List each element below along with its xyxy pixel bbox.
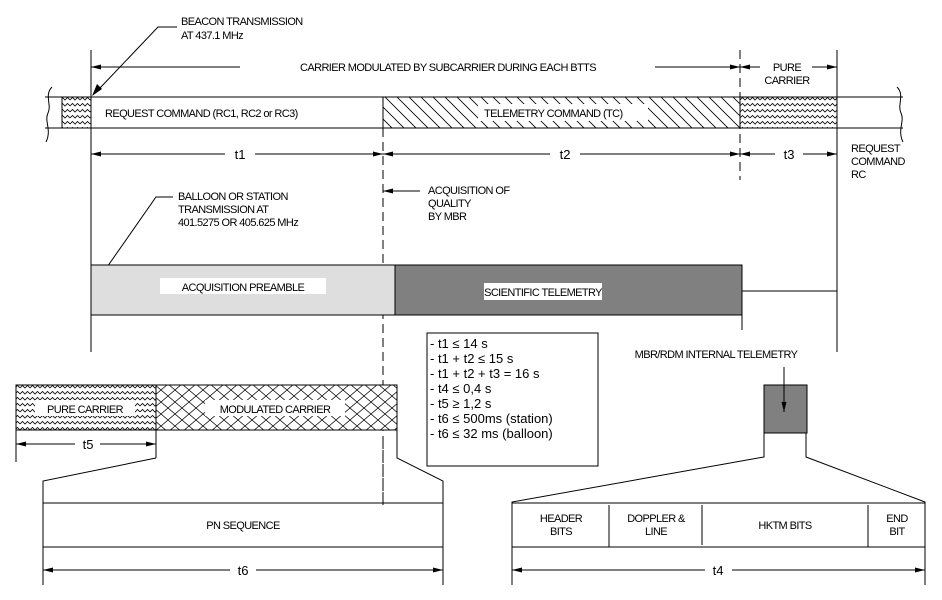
pure-carrier-segment	[739, 96, 838, 129]
beacon-carrier-segment	[61, 96, 92, 129]
carrier-modulated-dimension: CARRIER MODULATED BY SUBCARRIER DURING E…	[91, 62, 740, 74]
constraint-item: - t5 ≥ 1,2 s	[430, 396, 492, 411]
scientific-telemetry-label: SCIENTIFIC TELEMETRY	[484, 287, 603, 299]
constraint-item: - t6 ≤ 32 ms (balloon)	[430, 426, 553, 441]
acquisition-preamble-label: ACQUISITION PREAMBLE	[182, 282, 305, 294]
svg-text:DOPPLER &: DOPPLER &	[627, 513, 686, 525]
downlink-bar: ACQUISITION PREAMBLE SCIENTIFIC TELEMETR…	[90, 264, 837, 316]
t3-label: t3	[784, 147, 795, 162]
pn-sequence-block	[42, 502, 444, 548]
svg-text:COMMAND: COMMAND	[851, 156, 906, 168]
t1-dimension: t1	[91, 147, 383, 162]
svg-text:LINE: LINE	[645, 526, 667, 538]
svg-text:BITS: BITS	[550, 526, 572, 538]
t3-dimension: t3	[740, 147, 837, 162]
pure-carrier-label-line1: PURE	[773, 62, 801, 74]
svg-text:TRANSMISSION AT: TRANSMISSION AT	[178, 204, 269, 216]
t6-label: t6	[238, 563, 249, 578]
constraint-item: - t6 ≤ 500ms (station)	[430, 411, 553, 426]
t5-label: t5	[83, 437, 94, 452]
svg-text:RC: RC	[851, 169, 866, 181]
frame-field-end-bit: END BIT	[886, 513, 909, 538]
break-mark-left	[45, 86, 53, 143]
carrier-modulated-label: CARRIER MODULATED BY SUBCARRIER DURING E…	[300, 62, 596, 74]
telemetry-command-label: TELEMETRY COMMAND (TC)	[484, 108, 623, 120]
telemetry-frame	[511, 502, 926, 548]
beacon-annotation: BEACON TRANSMISSION AT 437.1 MHz	[92, 16, 304, 96]
break-mark-right	[896, 86, 904, 143]
request-command-rc-annotation: REQUEST COMMAND RC	[851, 143, 906, 181]
internal-telemetry-title: MBR/RDM INTERNAL TELEMETRY	[635, 349, 799, 361]
frame-field-header-bits: HEADER BITS	[540, 513, 583, 538]
preamble-detail: PURE CARRIER MODULATED CARRIER t5 PN SEQ…	[15, 384, 444, 585]
frame-field-hktm-bits: HKTM BITS	[758, 520, 812, 532]
svg-text:REQUEST: REQUEST	[851, 143, 901, 155]
request-command-label: REQUEST COMMAND (RC1, RC2 or RC3)	[105, 108, 298, 120]
constraint-item: - t4 ≤ 0,4 s	[430, 381, 492, 396]
t1-label: t1	[235, 147, 246, 162]
pure-carrier-dimension: PURE CARRIER	[740, 62, 837, 87]
acquisition-quality-annotation: ACQUISITION OF QUALITY BY MBR	[383, 185, 511, 223]
constraints-box: - t1 ≤ 14 s - t1 + t2 ≤ 15 s - t1 + t2 +…	[426, 332, 599, 467]
beacon-label-line2: AT 437.1 MHz	[181, 30, 243, 42]
svg-text:END: END	[886, 513, 908, 525]
svg-text:QUALITY: QUALITY	[428, 198, 472, 210]
t2-label: t2	[560, 147, 571, 162]
frame-field-doppler-line: DOPPLER & LINE	[627, 513, 686, 538]
svg-text:HKTM BITS: HKTM BITS	[758, 520, 812, 532]
internal-telemetry-block	[763, 384, 808, 434]
constraint-item: - t1 + t2 ≤ 15 s	[430, 351, 514, 366]
constraint-item: - t1 + t2 + t3 = 16 s	[430, 366, 540, 381]
beacon-label-line1: BEACON TRANSMISSION	[181, 16, 303, 28]
pure-carrier-label-line2: CARRIER	[764, 75, 810, 87]
svg-text:BALLOON OR STATION: BALLOON OR STATION	[178, 191, 288, 203]
modulated-carrier-block-label: MODULATED CARRIER	[220, 404, 331, 416]
svg-text:401.5275 OR 405.625 MHz: 401.5275 OR 405.625 MHz	[178, 217, 298, 229]
t4-label: t4	[713, 563, 724, 578]
svg-text:HEADER: HEADER	[540, 513, 583, 525]
uplink-bar: REQUEST COMMAND (RC1, RC2 or RC3) TELEME…	[45, 86, 904, 143]
svg-text:BIT: BIT	[889, 526, 905, 538]
svg-text:BY MBR: BY MBR	[428, 211, 467, 223]
pure-carrier-block-label: PURE CARRIER	[47, 404, 124, 416]
pn-sequence-label: PN SEQUENCE	[206, 520, 280, 532]
constraint-item: - t1 ≤ 14 s	[430, 336, 488, 351]
internal-telemetry-detail: MBR/RDM INTERNAL TELEMETRY HEADER BITS D…	[511, 340, 926, 585]
t2-dimension: t2	[383, 147, 740, 162]
svg-text:ACQUISITION OF: ACQUISITION OF	[428, 185, 510, 197]
